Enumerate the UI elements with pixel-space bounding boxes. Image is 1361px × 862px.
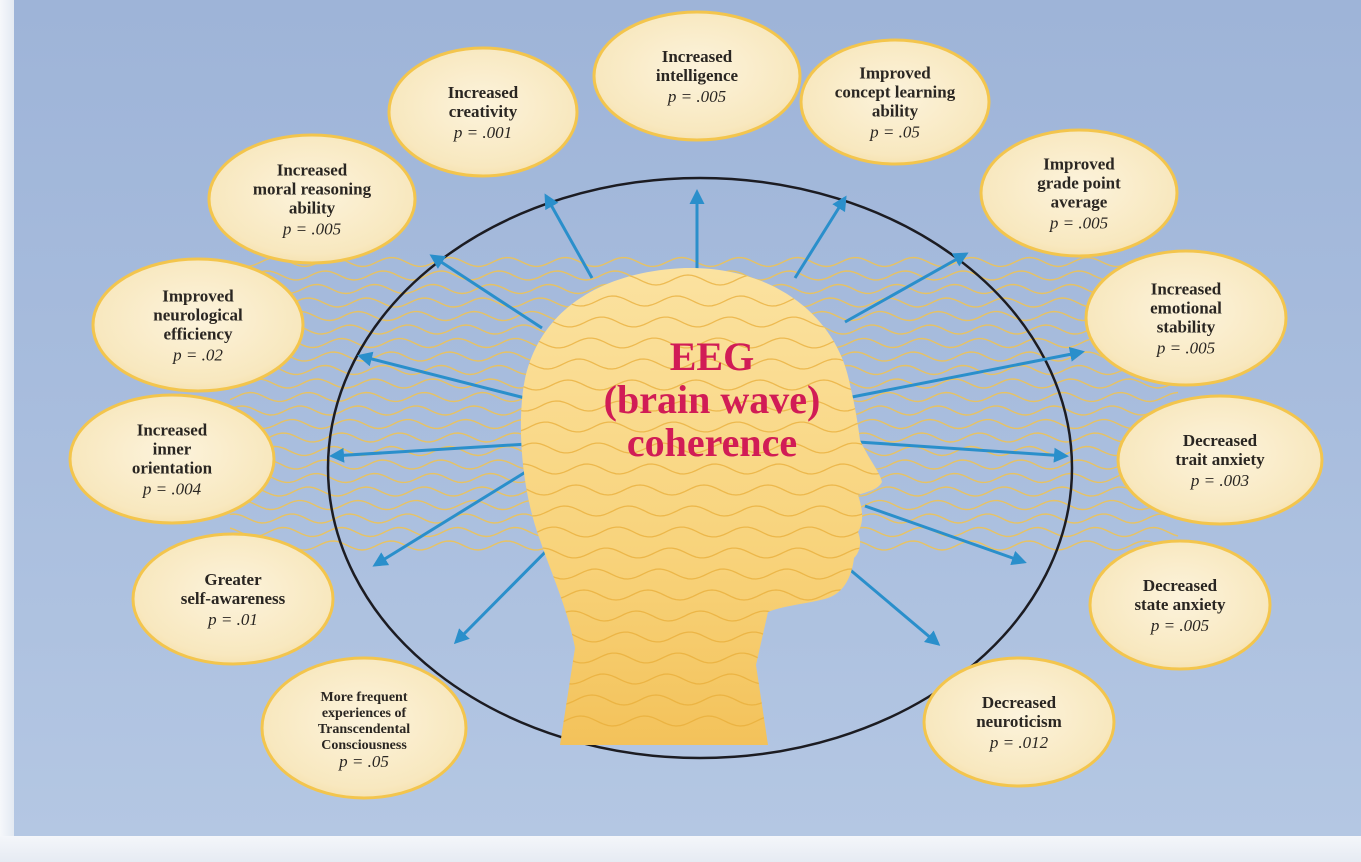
bubble-p-value: p = .005 [1150, 616, 1209, 635]
bubble-title-line: efficiency [164, 325, 233, 344]
arrow-to-self-awareness [375, 460, 545, 565]
bubble-title-line: ability [289, 199, 336, 218]
arrow-to-creativity [546, 196, 592, 278]
bubble-title-line: emotional [1150, 299, 1222, 318]
brain-wave-line [230, 258, 1178, 267]
arrow-to-neuroticism [848, 568, 938, 644]
bubble-title-line: average [1051, 193, 1108, 212]
bubble-p-value: p = .001 [453, 123, 512, 142]
bubble-title-line: grade point [1037, 174, 1121, 193]
bubble-p-value: p = .005 [1049, 214, 1108, 233]
bubble-title-line: neurological [153, 306, 243, 325]
bubble-p-value: p = .02 [172, 346, 223, 365]
arrow-to-grade-point [845, 254, 966, 322]
bubble-title-line: Decreased [1143, 576, 1218, 595]
bubble-p-value: p = .05 [338, 752, 389, 771]
bubble-p-value: p = .005 [282, 220, 341, 239]
bubble-title-line: Consciousness [321, 738, 407, 753]
bubble-title-line: neuroticism [976, 712, 1062, 731]
bubble-title-line: self-awareness [181, 589, 286, 608]
arrow-to-state-anxiety [865, 506, 1024, 562]
bubble-title-line: Increased [137, 421, 208, 440]
bubble-title-line: Improved [162, 287, 234, 306]
bubble-title-line: ability [872, 102, 919, 121]
bubble-title-line: trait anxiety [1175, 450, 1265, 469]
bubble-title-line: More frequent [321, 690, 408, 705]
bubble-title-line: Improved [859, 64, 931, 83]
bubble-title-line: orientation [132, 459, 213, 478]
bubble-title-line: Transcendental [318, 722, 410, 737]
bubble-title-line: concept learning [835, 83, 956, 102]
bubble-title-line: Increased [277, 161, 348, 180]
bubble-p-value: p = .012 [989, 733, 1049, 752]
bubble-title-line: Decreased [1183, 431, 1258, 450]
bubble-title-line: Increased [1151, 280, 1222, 299]
bubble-title-line: Greater [204, 570, 262, 589]
bubble-p-value: p = .004 [142, 480, 202, 499]
bubble-title-line: Decreased [982, 693, 1057, 712]
bubble-title-line: moral reasoning [253, 180, 372, 199]
bubble-p-value: p = .01 [207, 610, 258, 629]
bubble-title-line: inner [153, 440, 192, 459]
center-label-line-1: EEG [670, 334, 754, 379]
bubble-title-line: Increased [662, 47, 733, 66]
bubble-p-value: p = .003 [1190, 471, 1249, 490]
arrow-to-inner-orientation [332, 444, 528, 456]
bubble-title-line: stability [1157, 318, 1216, 337]
center-label-line-2: (brain wave) [604, 377, 821, 422]
center-label-line-3: coherence [627, 420, 797, 465]
bubble-p-value: p = .005 [1156, 339, 1215, 358]
bubble-title-line: creativity [449, 102, 518, 121]
bubble-title-line: Improved [1043, 155, 1115, 174]
arrow-to-trait-anxiety [858, 442, 1066, 456]
bubble-title-line: Increased [448, 83, 519, 102]
bubble-p-value: p = .05 [869, 123, 920, 142]
bubble-title-line: experiences of [322, 706, 407, 721]
bubble-p-value: p = .005 [667, 87, 726, 106]
bubble-title-line: state anxiety [1134, 595, 1226, 614]
arrow-to-neurological-efficiency [360, 356, 525, 398]
bubble-title-line: intelligence [656, 66, 739, 85]
